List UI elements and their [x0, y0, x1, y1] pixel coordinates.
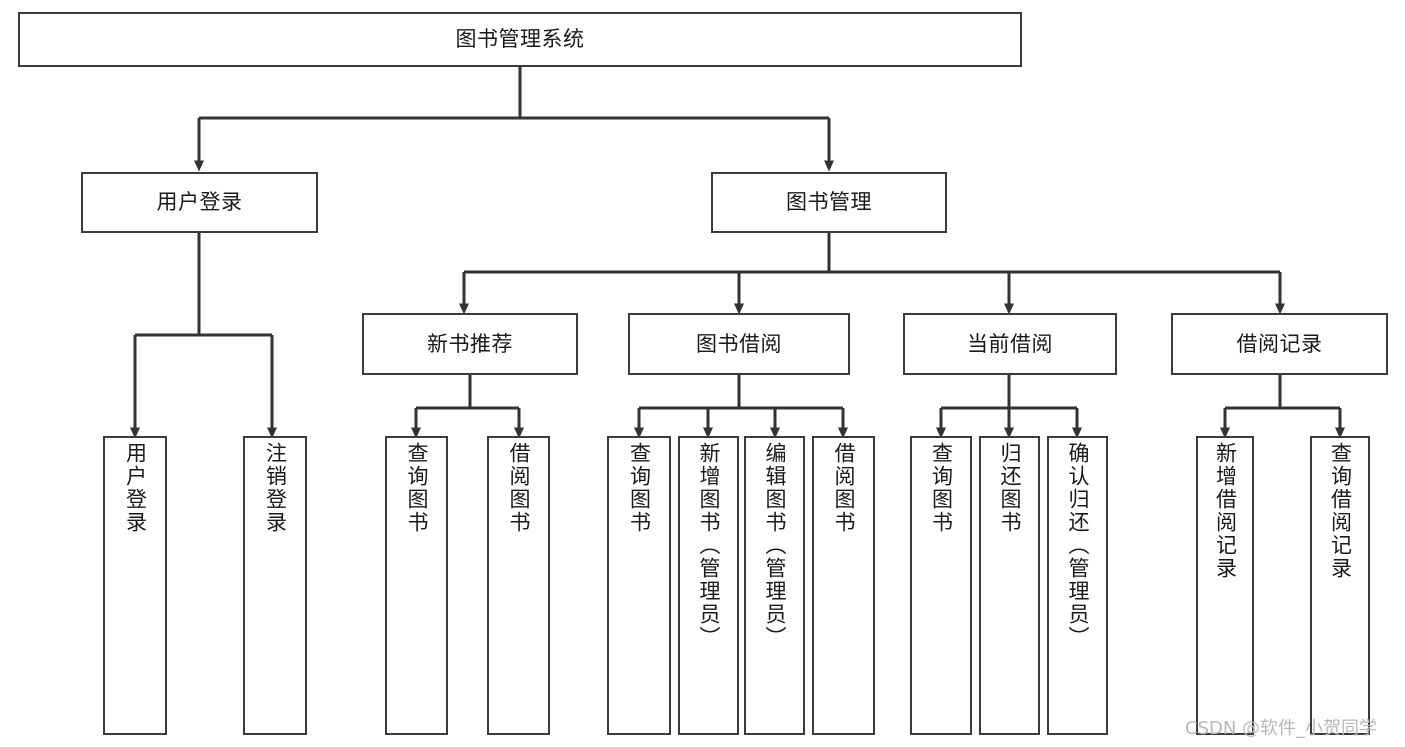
node-user-login[interactable]: 用户登录 — [81, 172, 318, 233]
node-label: 借阅图书 — [507, 442, 531, 534]
node-label: 查询图书 — [405, 442, 429, 534]
node-label: 查询图书 — [627, 442, 652, 534]
node-book-management[interactable]: 图书管理 — [711, 172, 947, 233]
node-label: 当前借阅 — [967, 331, 1053, 356]
node-label: 注销登录 — [263, 442, 288, 534]
node-label: 图书管理系统 — [455, 27, 585, 52]
node-borrow-record[interactable]: 借阅记录 — [1171, 313, 1388, 375]
node-label: 查询借阅记录 — [1328, 442, 1353, 580]
leaf-borrow-record-add-record[interactable]: 新增借阅记录 — [1196, 436, 1254, 735]
node-label: 确认归还（管理员） — [1066, 442, 1090, 649]
leaf-current-borrow-confirm-return[interactable]: 确认归还（管理员） — [1047, 436, 1108, 735]
leaf-book-borrow-borrow-book[interactable]: 借阅图书 — [812, 436, 875, 735]
leaf-borrow-record-query-record[interactable]: 查询借阅记录 — [1310, 436, 1370, 735]
leaf-book-borrow-query-book[interactable]: 查询图书 — [607, 436, 671, 735]
leaf-new-book-borrow-book[interactable]: 借阅图书 — [487, 436, 550, 735]
node-label: 图书管理 — [786, 190, 872, 215]
node-label: 图书借阅 — [696, 331, 782, 356]
node-label: 归还图书 — [998, 442, 1022, 534]
leaf-user-login-login[interactable]: 用户登录 — [103, 436, 167, 735]
leaf-book-borrow-edit-book[interactable]: 编辑图书（管理员） — [744, 436, 805, 735]
node-book-borrow[interactable]: 图书借阅 — [628, 313, 850, 375]
node-root-system[interactable]: 图书管理系统 — [18, 12, 1022, 67]
leaf-new-book-query-book[interactable]: 查询图书 — [385, 436, 448, 735]
node-label: 用户登录 — [123, 442, 148, 534]
node-label: 用户登录 — [156, 190, 243, 215]
leaf-current-borrow-query-book[interactable]: 查询图书 — [910, 436, 972, 735]
node-label: 新增借阅记录 — [1213, 442, 1238, 580]
node-label: 借阅记录 — [1236, 331, 1323, 356]
node-label: 查询图书 — [929, 442, 954, 534]
node-new-book-recommend[interactable]: 新书推荐 — [362, 313, 578, 375]
leaf-book-borrow-add-book[interactable]: 新增图书（管理员） — [678, 436, 739, 735]
node-current-borrow[interactable]: 当前借阅 — [903, 313, 1117, 375]
node-label: 新增图书（管理员） — [697, 442, 721, 649]
node-label: 编辑图书（管理员） — [763, 442, 787, 649]
node-label: 新书推荐 — [427, 331, 513, 356]
leaf-current-borrow-return-book[interactable]: 归还图书 — [979, 436, 1040, 735]
leaf-user-login-logout[interactable]: 注销登录 — [243, 436, 307, 735]
node-label: 借阅图书 — [832, 442, 856, 534]
